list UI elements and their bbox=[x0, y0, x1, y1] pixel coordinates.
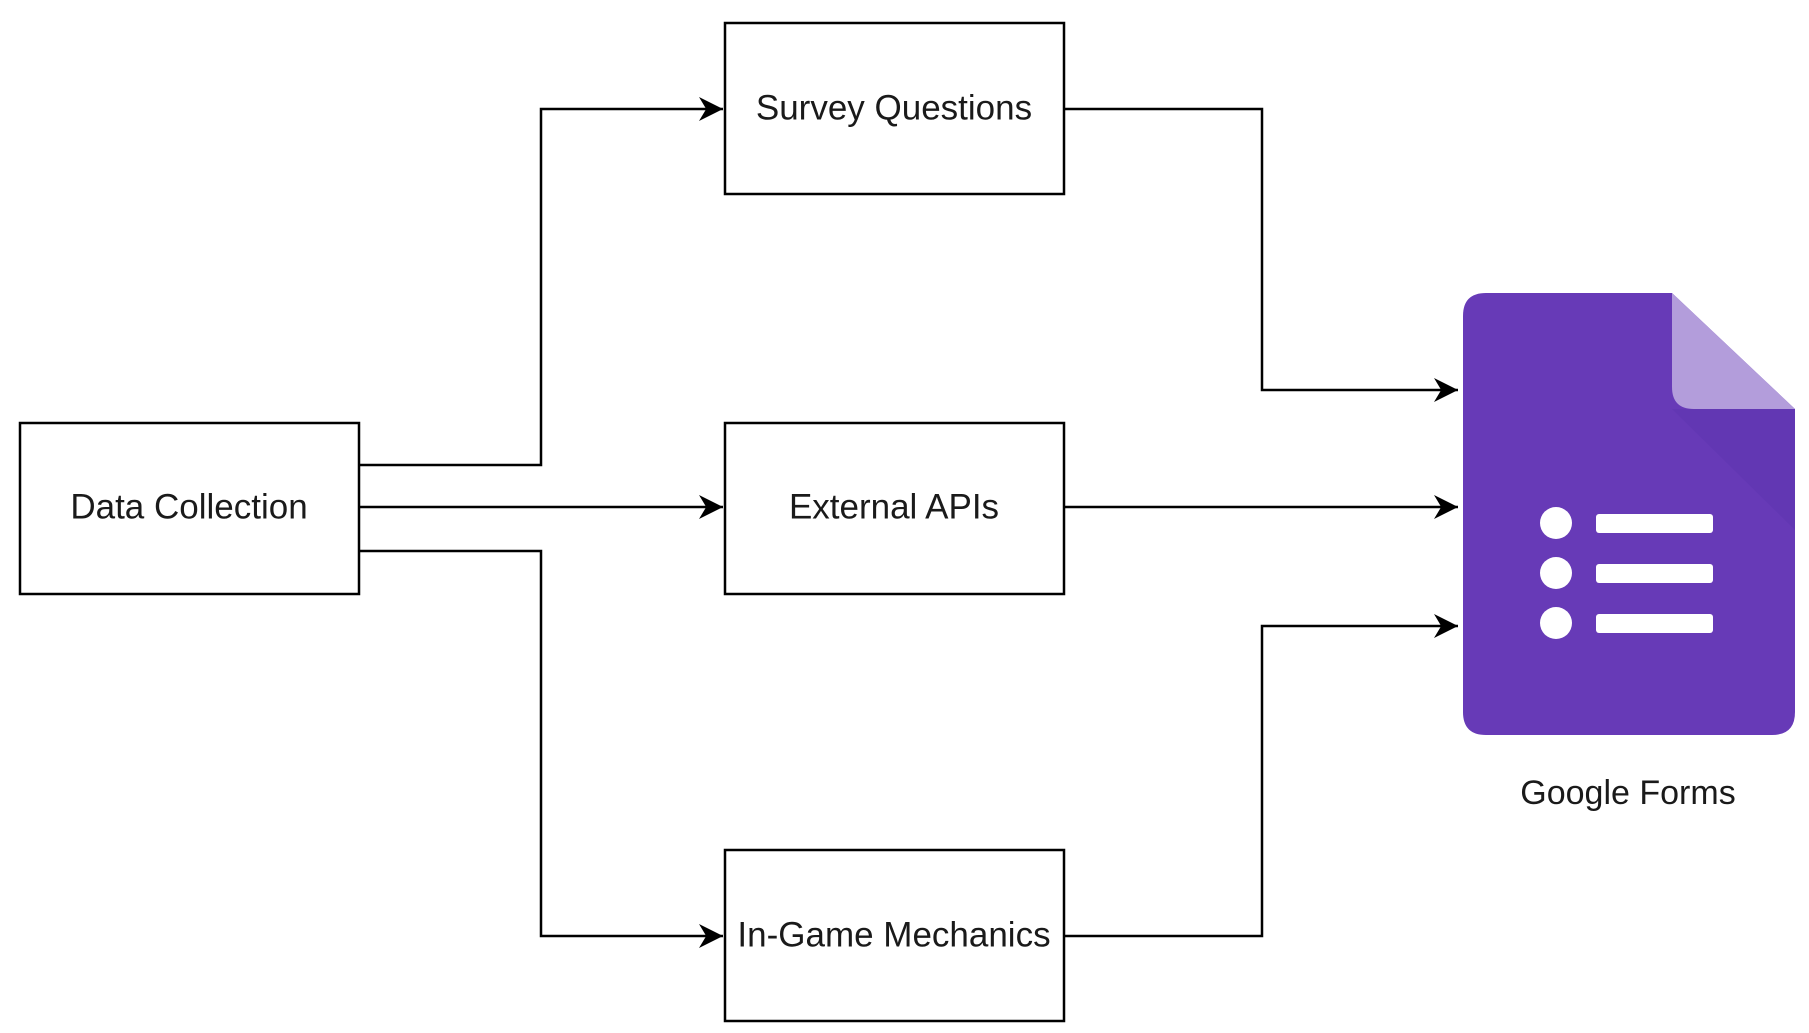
forms-icon-fold-shadow bbox=[1672, 409, 1795, 530]
node-external-apis-label: External APIs bbox=[789, 487, 999, 526]
forms-icon-list bbox=[1540, 507, 1713, 639]
google-forms-icon[interactable] bbox=[1463, 293, 1795, 735]
edge-in-game-mechanics-to-google-forms bbox=[1065, 614, 1458, 938]
node-survey-questions[interactable]: Survey Questions bbox=[723, 21, 1066, 196]
node-in-game-mechanics[interactable]: In-Game Mechanics bbox=[723, 848, 1066, 1023]
node-external-apis[interactable]: External APIs bbox=[723, 421, 1066, 596]
forms-icon-fold bbox=[1672, 293, 1795, 409]
node-data-collection[interactable]: Data Collection bbox=[18, 421, 361, 596]
edge-data-collection-to-survey-questions bbox=[360, 97, 723, 467]
edge-survey-questions-to-google-forms bbox=[1065, 107, 1458, 402]
node-in-game-mechanics-label: In-Game Mechanics bbox=[737, 915, 1050, 954]
node-data-collection-label: Data Collection bbox=[70, 487, 307, 526]
edge-data-collection-to-in-game-mechanics bbox=[360, 549, 723, 948]
node-survey-questions-label: Survey Questions bbox=[756, 88, 1032, 127]
google-forms-label: Google Forms bbox=[1520, 774, 1735, 812]
